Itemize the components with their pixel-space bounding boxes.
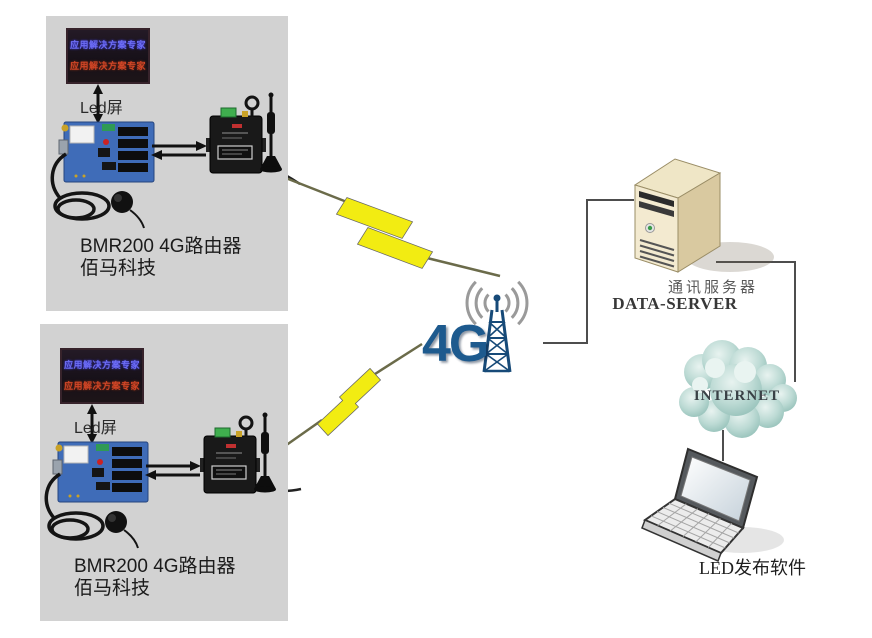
server-label-cn: 通讯服务器	[667, 280, 758, 296]
server-label-en: DATA-SERVER	[612, 294, 738, 313]
cloud-icon	[679, 340, 797, 438]
led-software-label: LED发布软件	[699, 558, 806, 578]
router-caption-line1: BMR200 4G路由器	[80, 236, 242, 257]
router-caption-line2: 佰马科技	[80, 258, 157, 279]
router-caption-line1: BMR200 4G路由器	[74, 556, 236, 577]
network-4g-label: 4G	[422, 315, 489, 373]
router-caption: BMR200 4G路由器 佰马科技	[80, 236, 300, 280]
led-display: 应用解决方案专家 应用解决方案专家	[60, 348, 144, 404]
lightning-bolt-icon	[272, 171, 501, 278]
lightning-bolt-icon	[284, 342, 423, 448]
led-screen-text: 应用解决方案专家	[63, 360, 140, 371]
laptop-icon	[641, 447, 784, 563]
led-screen-label: Led屏	[80, 100, 123, 117]
led-display: 应用解决方案专家 应用解决方案专家	[66, 28, 150, 84]
signal-waves-icon	[465, 280, 529, 326]
led-screen-text: 应用解决方案专家	[69, 40, 146, 51]
internet-label: INTERNET	[693, 388, 781, 404]
router-caption: BMR200 4G路由器 佰马科技	[74, 556, 294, 600]
server-icon	[633, 158, 774, 273]
led-screen-text: 应用解决方案专家	[63, 380, 140, 391]
router-caption-line2: 佰马科技	[74, 578, 151, 599]
panel-bmr200-bottom: 应用解决方案专家 应用解决方案专家 Led屏 BMR200 4G路由器 佰马科技	[40, 324, 288, 621]
panel-bmr200-top: 应用解决方案专家 应用解决方案专家 Led屏 BMR200 4G路由器 佰马科技	[46, 16, 288, 311]
cell-tower-icon	[482, 294, 512, 373]
led-screen-label: Led屏	[74, 420, 117, 437]
connection-line-server-internet	[716, 261, 796, 382]
led-screen-text: 应用解决方案专家	[69, 60, 146, 71]
connection-line-tower-server	[543, 199, 634, 344]
